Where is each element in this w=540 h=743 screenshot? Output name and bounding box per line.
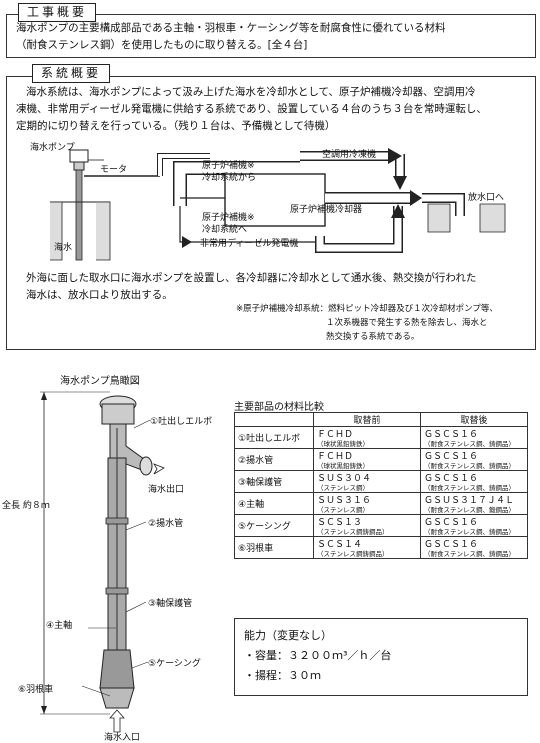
system-note-line2: １次系機器で発生する熱を除去し、海水と bbox=[326, 318, 488, 328]
label-from-aux-2: 冷却系統から bbox=[202, 173, 257, 183]
work-summary-line2: （耐食ステンレス鋼）を使用したものに取り替える。[全４台] bbox=[16, 39, 308, 51]
capacity-volume: ・容量：３２００ｍ³／ｈ／台 bbox=[244, 649, 392, 662]
label-chiller: 空調用冷凍機 bbox=[322, 150, 377, 160]
label-diesel: 非常用ディーゼル発電機 bbox=[200, 239, 299, 249]
before-cell: ＦＣＨＤ（球状黒鉛鋳鉄） bbox=[313, 426, 421, 449]
table-row: ⑥羽根車 ＳＣＳ１４（ステンレス鋼鋳鋼品） ＧＳＣＳ１６（耐食ステンレス鋼、鋳鋼… bbox=[234, 536, 528, 559]
table-row: ①吐出しエルボ ＦＣＨＤ（球状黒鉛鋳鉄） ＧＳＣＳ１６（耐食ステンレス鋼、鋳鋼品… bbox=[234, 426, 528, 449]
label-sea-inlet: 海水入口 bbox=[104, 733, 141, 743]
after-cell: ＧＳＣＳ１６（耐食ステンレス鋼、鋳鋼品） bbox=[420, 536, 528, 559]
before-cell: ＳＵＳ３０４（ステンレス鋼） bbox=[313, 470, 421, 493]
label-aux-cooler: 原子炉補機冷却器 bbox=[290, 205, 363, 215]
after-cell: ＧＳＵＳ３１７Ｊ４Ｌ（耐食ステンレス鋼、鍛鋼品） bbox=[420, 492, 528, 515]
label-to-aux-1: 原子炉補機※ bbox=[202, 213, 255, 223]
table-header-before: 取替前 bbox=[313, 412, 421, 427]
table-header-part bbox=[234, 412, 314, 427]
label-elbow: ①吐出しエルボ bbox=[150, 417, 213, 427]
table-row: ③軸保護管 ＳＵＳ３０４（ステンレス鋼） ＧＳＣＳ１６（耐食ステンレス鋼、鋳鋼品… bbox=[234, 470, 528, 493]
label-to-aux-2: 冷却系統へ bbox=[202, 225, 248, 235]
table-row: ④主軸 ＳＵＳ３１６（ステンレス鋼） ＧＳＵＳ３１７Ｊ４Ｌ（耐食ステンレス鋼、鍛… bbox=[234, 492, 528, 515]
table-row: ②揚水管 ＦＣＨＤ（球状黒鉛鋳鉄） ＧＳＣＳ１６（耐食ステンレス鋼、鋳鋼品） bbox=[234, 448, 528, 471]
label-total-length: 全長 約８ｍ bbox=[2, 501, 50, 511]
part-cell: ③軸保護管 bbox=[234, 470, 314, 493]
system-para2-line1: 外海に面した取水口に海水ポンプを設置し、各冷却器に冷却水として通水後、熱交換が行… bbox=[26, 272, 477, 284]
label-guard: ③軸保護管 bbox=[148, 599, 193, 609]
label-sea: 海水 bbox=[54, 243, 73, 253]
part-cell: ②揚水管 bbox=[234, 448, 314, 471]
label-shaft: ④主軸 bbox=[46, 621, 73, 631]
materials-table: 取替前 取替後 ①吐出しエルボ ＦＣＨＤ（球状黒鉛鋳鉄） ＧＳＣＳ１６（耐食ステ… bbox=[234, 412, 528, 559]
materials-title: 主要部品の材料比較 bbox=[234, 402, 324, 413]
system-note-line3: 熱交換する系統である。 bbox=[326, 332, 420, 342]
label-pipe: ②揚水管 bbox=[148, 519, 184, 529]
before-cell: ＳＵＳ３１６（ステンレス鋼） bbox=[313, 492, 421, 515]
part-cell: ⑤ケーシング bbox=[234, 514, 314, 537]
system-flow-diagram bbox=[50, 148, 506, 261]
label-from-aux-1: 原子炉補機※ bbox=[202, 161, 255, 171]
table-header-row: 取替前 取替後 bbox=[234, 412, 528, 427]
system-note-line1: ※原子炉補機冷却系統：燃料ピット冷却器及び１次冷却材ポンプ等、 bbox=[236, 304, 498, 314]
capacity-box bbox=[234, 618, 528, 696]
part-cell: ④主軸 bbox=[234, 492, 314, 515]
capacity-head: ・揚程：３０ｍ bbox=[244, 669, 321, 682]
before-cell: ＳＣＳ１３（ステンレス鋼鋳鋼品） bbox=[313, 514, 421, 537]
capacity-title: 能力（変更なし） bbox=[244, 629, 332, 642]
part-cell: ⑥羽根車 bbox=[234, 536, 314, 559]
after-cell: ＧＳＣＳ１６（耐食ステンレス鋼、鋳鋼品） bbox=[420, 470, 528, 493]
label-outlet: 放水口へ bbox=[468, 193, 505, 203]
birdseye-title: 海水ポンプ鳥瞰図 bbox=[60, 376, 140, 387]
work-summary-header: 工事概要 bbox=[18, 3, 97, 22]
work-summary-line1: 海水ポンプの主要構成部品である主軸・羽根車・ケーシング等を耐腐食性に優れている材… bbox=[16, 22, 446, 34]
before-cell: ＳＣＳ１４（ステンレス鋼鋳鋼品） bbox=[313, 536, 421, 559]
system-summary-header: 系統概要 bbox=[32, 64, 111, 83]
label-casing: ⑤ケーシング bbox=[148, 659, 201, 669]
label-impeller: ⑥羽根車 bbox=[18, 685, 54, 695]
table-row: ⑤ケーシング ＳＣＳ１３（ステンレス鋼鋳鋼品） ＧＳＣＳ１６（耐食ステンレス鋼、… bbox=[234, 514, 528, 537]
system-para1-line2: 凍機、非常用ディーゼル発電機に供給する系統であり、設置している４台のうち３台を常… bbox=[16, 103, 487, 115]
label-sea-pump: 海水ポンプ bbox=[30, 143, 75, 153]
after-cell: ＧＳＣＳ１６（耐食ステンレス鋼、鋳鋼品） bbox=[420, 426, 528, 449]
system-para2-line2: 海水は、放水口より放出する。 bbox=[26, 289, 173, 301]
system-para1-line1: 海水系統は、海水ポンプによって汲み上げた海水を冷却水として、原子炉補機冷却器、空… bbox=[26, 86, 476, 98]
part-cell: ①吐出しエルボ bbox=[234, 426, 314, 449]
system-summary-box bbox=[6, 76, 536, 350]
work-summary-box bbox=[6, 14, 536, 58]
table-header-after: 取替後 bbox=[420, 412, 528, 427]
after-cell: ＧＳＣＳ１６（耐食ステンレス鋼、鋳鋼品） bbox=[420, 448, 528, 471]
label-sea-outlet: 海水出口 bbox=[148, 485, 185, 495]
system-para1-line3: 定期的に切り替えを行っている。（残り１台は、予備機として待機） bbox=[16, 120, 336, 132]
after-cell: ＧＳＣＳ１６（耐食ステンレス鋼、鋳鋼品） bbox=[420, 514, 528, 537]
before-cell: ＦＣＨＤ（球状黒鉛鋳鉄） bbox=[313, 448, 421, 471]
label-motor: モータ bbox=[100, 165, 128, 175]
pump-birdseye-drawing bbox=[40, 391, 165, 733]
